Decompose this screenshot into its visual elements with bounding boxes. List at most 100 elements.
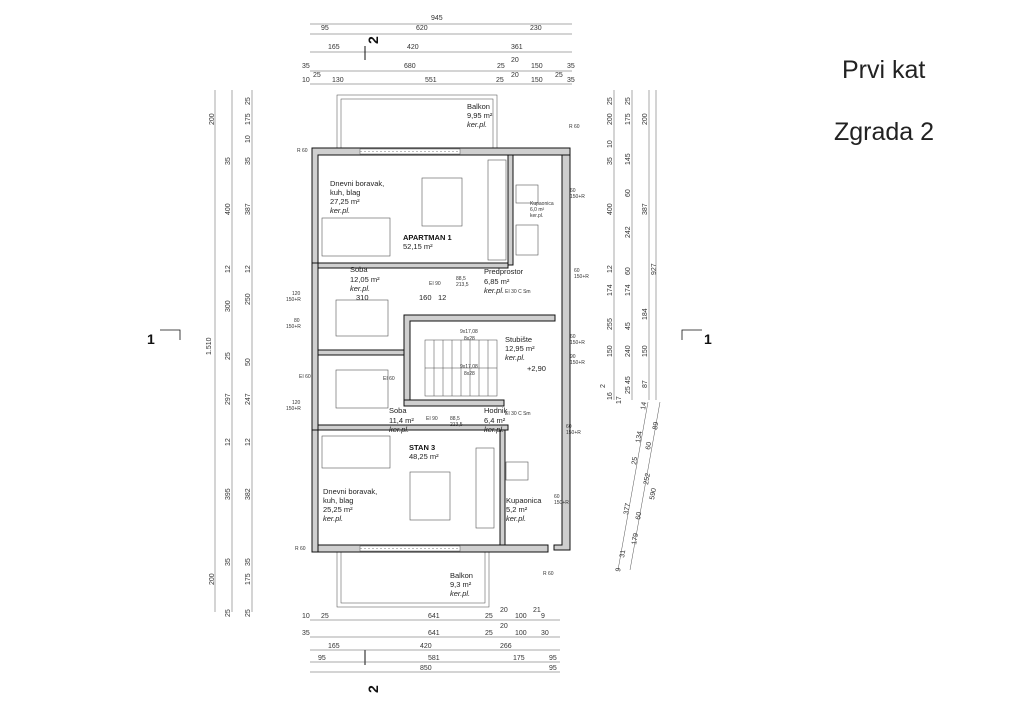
svg-text:120: 120 [292, 400, 301, 406]
svg-text:ker.pl.: ker.pl. [350, 284, 370, 293]
svg-text:150+R: 150+R [570, 194, 585, 200]
svg-text:850: 850 [420, 665, 432, 672]
svg-text:EI 90: EI 90 [429, 281, 441, 287]
bottom-dimension-chains: 10 25 641 25 20 100 21 9 20 35 641 25 10… [302, 607, 560, 673]
dim-label: 150 [531, 63, 543, 70]
svg-text:6,85 m²: 6,85 m² [484, 277, 510, 286]
room-dnevni-top: Dnevni boravak, kuh, blag 27,25 m² ker.p… [330, 179, 384, 215]
svg-text:300: 300 [225, 300, 232, 312]
svg-text:48,25 m²: 48,25 m² [409, 452, 439, 461]
svg-text:Dnevni boravak,: Dnevni boravak, [323, 487, 377, 496]
bed-bottom [335, 369, 389, 409]
room-dnevni-bottom: Dnevni boravak, kuh, blag 25,25 m² ker.p… [323, 487, 377, 523]
svg-text:88,5: 88,5 [456, 276, 466, 282]
svg-text:25: 25 [485, 630, 493, 637]
svg-text:Balkon: Balkon [450, 571, 473, 580]
furniture-bottom-apartment [321, 369, 529, 529]
right-dimension-chains: 25 200 10 35 400 12 174 5 25 150 2 16 17… [600, 90, 658, 404]
furniture-top-apartment [321, 159, 539, 337]
stairs: 9x17,08 8x28 9x17,08 8x28 [424, 329, 498, 397]
svg-text:150+R: 150+R [286, 406, 301, 412]
svg-text:ker.pl.: ker.pl. [389, 425, 409, 434]
svg-text:9,95 m²: 9,95 m² [467, 111, 493, 120]
fire-rating-annotations: R 60 R 60 R 60 R 60 EI 90 EI 90 EI 60 EI… [295, 124, 580, 577]
svg-text:EI 30 C Sm: EI 30 C Sm [505, 289, 531, 295]
svg-text:250: 250 [245, 293, 252, 305]
svg-text:12: 12 [225, 265, 232, 273]
svg-text:ker.pl.: ker.pl. [506, 514, 526, 523]
svg-text:60: 60 [566, 424, 572, 430]
svg-text:395: 395 [225, 488, 232, 500]
svg-text:120: 120 [292, 291, 301, 297]
svg-text:12: 12 [225, 438, 232, 446]
svg-text:60: 60 [574, 268, 580, 274]
dim-label: 230 [530, 25, 542, 32]
svg-text:31: 31 [619, 549, 627, 558]
window-annotations: 120 150+R 80 150+R 120 150+R 60 150+R 60… [286, 188, 589, 506]
svg-text:25: 25 [631, 456, 639, 465]
dim-label: 620 [416, 25, 428, 32]
svg-text:6,0 m²: 6,0 m² [530, 207, 545, 213]
svg-text:641: 641 [428, 630, 440, 637]
svg-text:150+R: 150+R [566, 430, 581, 436]
section-marker-left: 1 [147, 329, 181, 347]
svg-text:134: 134 [635, 431, 644, 444]
svg-text:Balkon: Balkon [467, 102, 490, 111]
svg-text:Soba: Soba [350, 265, 368, 274]
svg-text:25,25 m²: 25,25 m² [323, 505, 353, 514]
svg-text:EI 60: EI 60 [299, 374, 311, 380]
svg-text:Kupaonica: Kupaonica [530, 201, 554, 207]
svg-text:165: 165 [328, 643, 340, 650]
svg-text:9: 9 [541, 613, 545, 620]
svg-text:179: 179 [631, 533, 640, 546]
svg-text:90: 90 [570, 354, 576, 360]
svg-text:2: 2 [365, 685, 381, 693]
svg-text:88,5: 88,5 [450, 416, 460, 422]
svg-text:12,95 m²: 12,95 m² [505, 344, 535, 353]
svg-text:252: 252 [643, 473, 652, 486]
svg-text:60: 60 [635, 511, 643, 520]
svg-text:150+R: 150+R [570, 340, 585, 346]
svg-text:R 60: R 60 [569, 124, 580, 130]
svg-text:200: 200 [209, 573, 216, 585]
svg-text:150+R: 150+R [286, 324, 301, 330]
svg-text:12,05 m²: 12,05 m² [350, 275, 380, 284]
svg-text:35: 35 [607, 157, 614, 165]
left-dimension-chains: 1.510 200 35 400 12 300 25 297 12 395 35… [206, 90, 253, 617]
svg-text:25: 25 [321, 613, 329, 620]
svg-text:60: 60 [570, 188, 576, 194]
room-kupaonica-top: Kupaonica 6,0 m² ker.pl. [530, 201, 554, 219]
svg-text:8x28: 8x28 [464, 336, 475, 342]
svg-text:1: 1 [147, 331, 155, 347]
svg-text:377: 377 [623, 503, 632, 516]
svg-text:21: 21 [533, 607, 541, 614]
svg-text:150+R: 150+R [574, 274, 589, 280]
dim-label: 25 [555, 72, 563, 79]
dim-label: 150 [531, 77, 543, 84]
svg-text:242: 242 [625, 226, 632, 238]
svg-text:10: 10 [607, 140, 614, 148]
svg-text:R 60: R 60 [297, 148, 308, 154]
svg-text:25: 25 [225, 609, 232, 617]
svg-text:5: 5 [607, 318, 614, 322]
svg-text:35: 35 [302, 630, 310, 637]
bed-top [335, 299, 389, 337]
svg-text:95: 95 [549, 665, 557, 672]
svg-text:ker.pl.: ker.pl. [505, 353, 525, 362]
svg-text:25: 25 [607, 322, 614, 330]
svg-text:20: 20 [500, 607, 508, 614]
svg-text:174: 174 [607, 284, 614, 296]
svg-text:12: 12 [438, 293, 446, 302]
svg-text:25: 25 [607, 97, 614, 105]
dim-label: 35 [567, 77, 575, 84]
svg-text:10: 10 [245, 135, 252, 143]
svg-text:25: 25 [225, 352, 232, 360]
dim-label: 10 [302, 77, 310, 84]
svg-text:9x17,08: 9x17,08 [460, 364, 478, 370]
svg-text:25: 25 [485, 613, 493, 620]
svg-text:52,15 m²: 52,15 m² [403, 242, 433, 251]
svg-text:175: 175 [513, 655, 525, 662]
svg-text:60: 60 [625, 267, 632, 275]
svg-text:12: 12 [245, 265, 252, 273]
